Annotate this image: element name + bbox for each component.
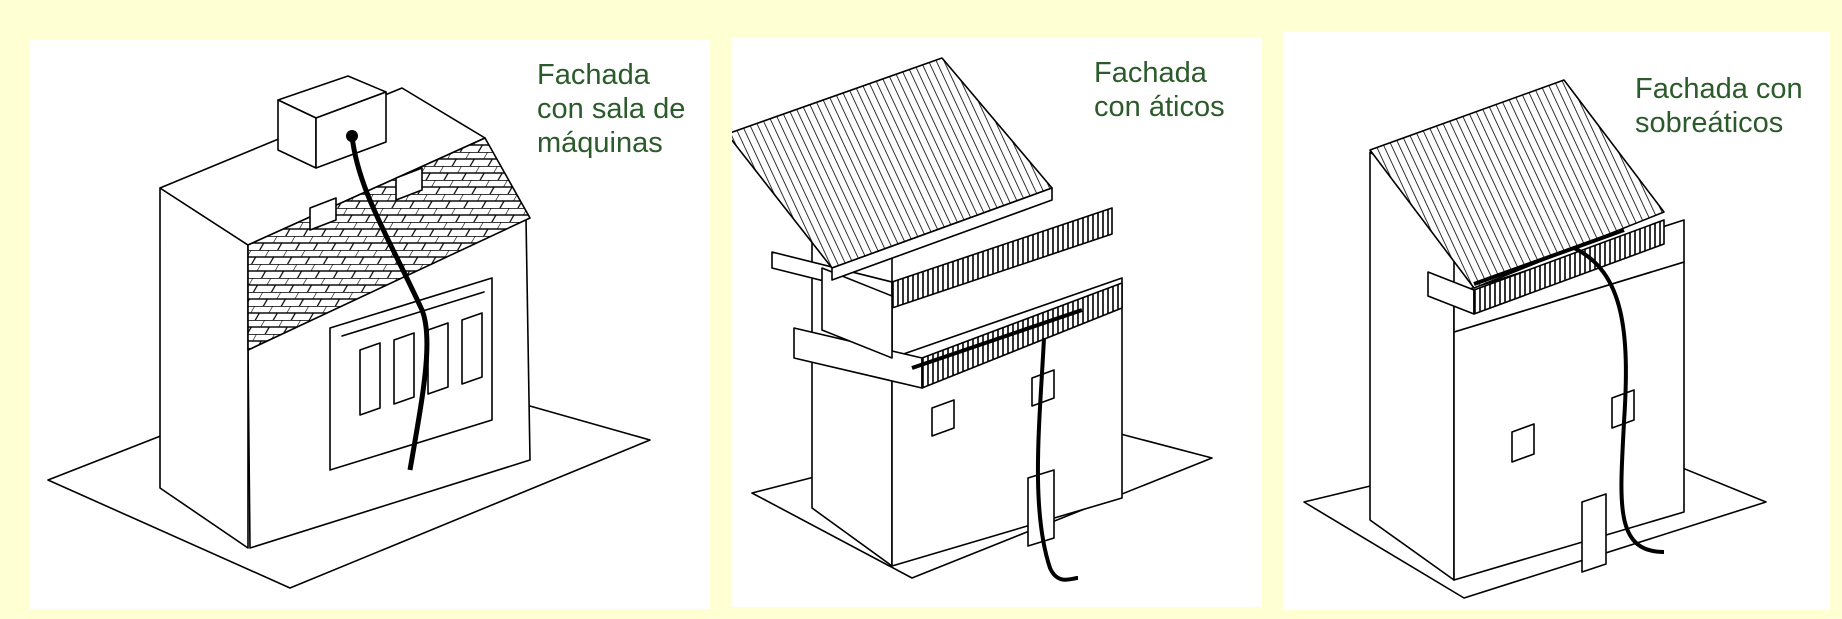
panel-machine-room: Fachada con sala de máquinas <box>30 40 710 609</box>
elevator-cable <box>349 135 430 471</box>
building-upper-attics-drawing <box>1303 79 1767 599</box>
striped-roof <box>1369 79 1665 289</box>
panel-attics: Fachada con áticos <box>732 38 1262 607</box>
caption-machine-room: Fachada con sala de máquinas <box>537 59 686 159</box>
caption-upper-attics: Fachada con sobreáticos <box>1635 73 1803 139</box>
caption-attics: Fachada con áticos <box>1094 57 1225 123</box>
building-machine-room-drawing <box>47 75 651 589</box>
machine-room-box <box>315 91 387 169</box>
elevator-cable <box>1573 246 1665 554</box>
panel-upper-attics: Fachada con sobreáticos <box>1284 32 1830 610</box>
building-attics-drawing <box>732 57 1213 582</box>
elevator-cable <box>1035 337 1079 582</box>
striped-roof <box>732 57 1053 269</box>
